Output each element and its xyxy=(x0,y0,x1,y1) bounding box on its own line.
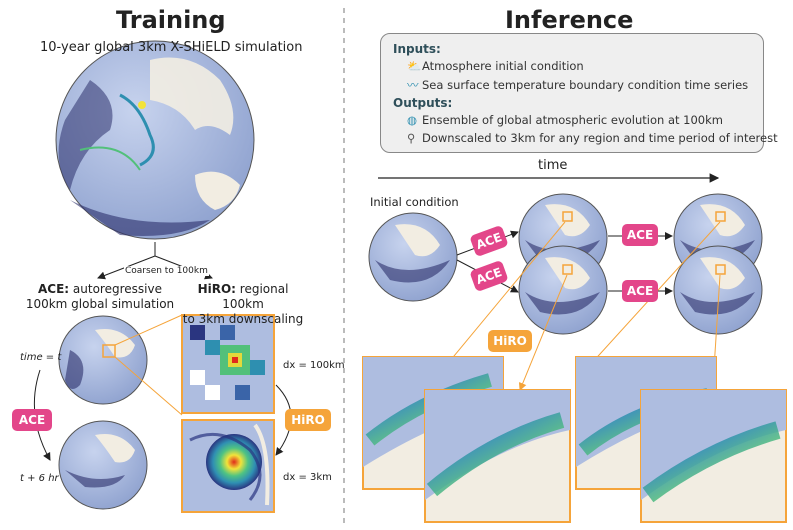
training-subtitle: 10-year global 3km X-SHiELD simulation xyxy=(40,40,303,55)
inference-ace-badge-3: ACE xyxy=(622,224,658,246)
training-hiro-badge: HiRO xyxy=(285,409,331,431)
dx-100-label: dx = 100km xyxy=(283,360,345,371)
hiro-description: HiRO: regional 100km to 3km downscaling xyxy=(178,282,308,327)
coarsen-label: Coarsen to 100km xyxy=(124,266,209,276)
downscaled-panel-4 xyxy=(640,389,787,523)
inference-hiro-badge: HiRO xyxy=(488,330,532,352)
ace-desc-bold: ACE: xyxy=(38,282,70,296)
inputs-header: Inputs: xyxy=(393,42,441,56)
wave-icon: 〰 xyxy=(407,78,419,92)
magnifier-icon: ⚲ xyxy=(407,131,416,145)
input-item-2: 〰Sea surface temperature boundary condit… xyxy=(407,77,748,93)
training-globe xyxy=(55,40,255,240)
ace-description: ACE: autoregressive 100km global simulat… xyxy=(25,282,175,312)
time-t-label: time = t xyxy=(20,352,62,363)
ace-desc-1: autoregressive xyxy=(72,282,162,296)
inference-ace-badge-4: ACE xyxy=(622,280,658,302)
inputs-outputs-box: Inputs: ⛅Atmosphere initial condition 〰S… xyxy=(380,33,778,153)
inference-globe-b1 xyxy=(518,245,608,335)
output-item-1: ◍ Ensemble of global atmospheric evolutio… xyxy=(407,113,723,127)
initial-condition-globe xyxy=(368,212,458,302)
time-label: time xyxy=(538,158,568,173)
ace-desc-2: 100km global simulation xyxy=(25,297,175,311)
input-text-2: Sea surface temperature boundary conditi… xyxy=(422,78,749,92)
coarse-grid-panel xyxy=(181,314,275,414)
output-text-2: Downscaled to 3km for any region and tim… xyxy=(422,131,778,145)
hiro-desc-bold: HiRO: xyxy=(197,282,236,296)
training-globe-t6 xyxy=(58,420,148,510)
output-item-2: ⚲ Downscaled to 3km for any region and ti… xyxy=(407,131,778,145)
hiro-desc-2: to 3km downscaling xyxy=(182,312,304,326)
time-t6-label: t + 6 hr xyxy=(20,473,59,484)
dx-3-label: dx = 3km xyxy=(283,472,332,483)
output-text-1: Ensemble of global atmospheric evolution… xyxy=(422,113,723,127)
hiro-desc-1: regional 100km xyxy=(222,282,289,311)
globe-icon: ◍ xyxy=(407,113,418,127)
sun-cloud-icon: ⛅ xyxy=(407,59,422,73)
initial-condition-label: Initial condition xyxy=(370,195,459,209)
input-item-1: ⛅Atmosphere initial condition xyxy=(407,59,584,73)
training-title: Training xyxy=(116,6,226,34)
training-globe-t xyxy=(58,315,148,405)
training-ace-badge: ACE xyxy=(12,409,52,431)
fine-storm-panel xyxy=(181,419,275,513)
inference-globe-b2 xyxy=(673,245,763,335)
outputs-header: Outputs: xyxy=(393,96,453,110)
input-text-1: Atmosphere initial condition xyxy=(422,59,584,73)
inference-title: Inference xyxy=(505,6,634,34)
downscaled-panel-2 xyxy=(424,389,571,523)
